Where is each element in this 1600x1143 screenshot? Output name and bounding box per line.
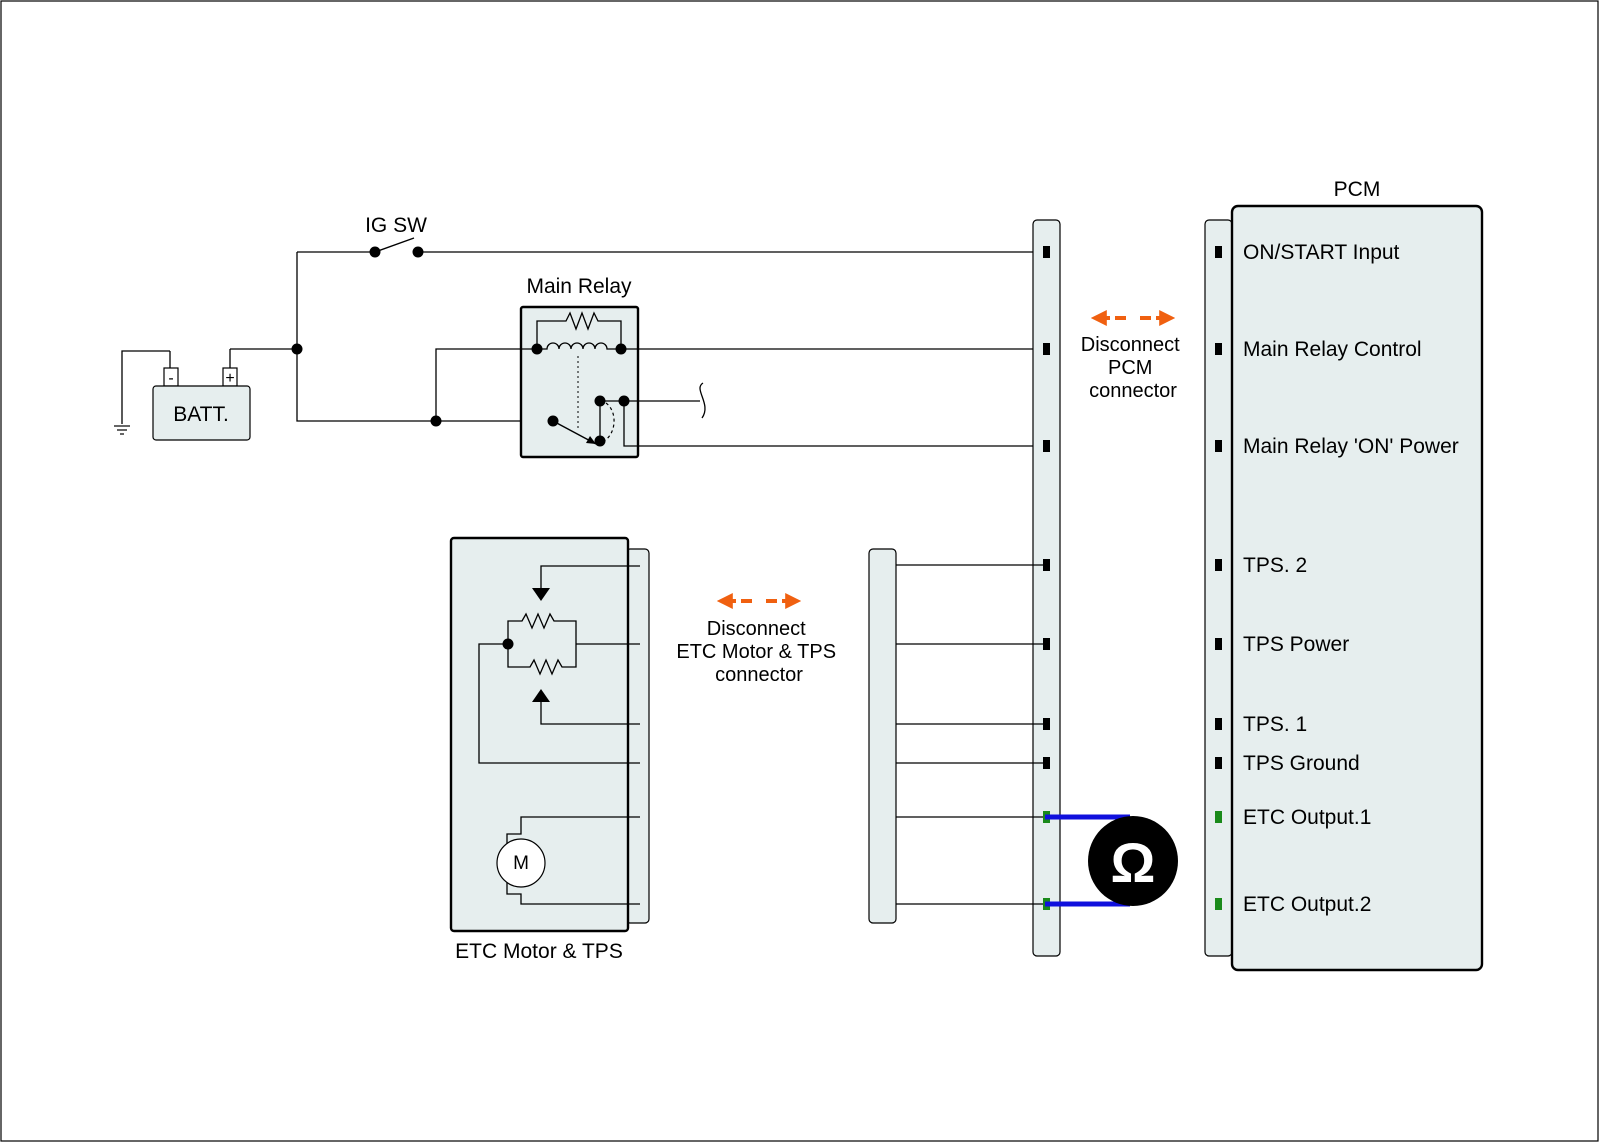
etc-component-connector	[625, 548, 650, 924]
pcm-harness-pin	[1043, 246, 1050, 258]
pcm-note-line-3: connector	[1089, 380, 1177, 402]
pin-label-main-relay-control: Main Relay Control	[1243, 338, 1422, 361]
pin-label-etc-output-2: ETC Output.2	[1243, 893, 1371, 916]
pin-row-etc-output-1: ETC Output.1	[635, 806, 1371, 829]
pcm-harness-pin	[1043, 638, 1050, 650]
main-relay-label: Main Relay	[526, 275, 632, 298]
pin-label-tps-power: TPS Power	[1243, 633, 1349, 656]
pcm-note-line-2: PCM	[1108, 357, 1152, 379]
pcm-pin	[1215, 559, 1222, 571]
pin-row-main-relay-on-power: Main Relay 'ON' Power	[1043, 435, 1459, 458]
pin-label-on-start-input: ON/START Input	[1243, 241, 1400, 264]
pcm-pin	[1215, 811, 1222, 823]
pcm-connector-strip	[1204, 219, 1233, 957]
pin-row-on-start-input: ON/START Input	[1043, 241, 1400, 264]
pin-label-tps-ground: TPS Ground	[1243, 752, 1360, 775]
etc-motor-tps-component: ETC Motor & TPS M	[449, 536, 650, 963]
etc-note-line-1: Disconnect	[707, 618, 806, 640]
svg-text:Disconnect ETC Motor & T: Disconnect ETC Motor & TPS connector	[676, 618, 841, 686]
pin-label-etc-output-1: ETC Output.1	[1243, 806, 1371, 829]
pcm-harness-pin	[1043, 559, 1050, 571]
pcm-harness-pin	[1043, 343, 1050, 355]
etc-component-label: ETC Motor & TPS	[455, 940, 623, 963]
pcm-harness-pin	[1043, 718, 1050, 730]
pin-row-tps-ground: TPS Ground	[635, 752, 1360, 775]
etc-note-line-3: connector	[715, 664, 803, 686]
pcm-pin	[1215, 898, 1222, 910]
ohm-symbol: Ω	[1111, 831, 1156, 894]
pcm-pin	[1215, 638, 1222, 650]
pin-label-tps-2: TPS. 2	[1243, 554, 1307, 577]
pin-label-tps-1: TPS. 1	[1243, 713, 1307, 736]
pcm-pin	[1215, 246, 1222, 258]
pcm-disconnect-note: Disconnect PCM connector	[1081, 310, 1186, 402]
ohmmeter: Ω	[1045, 814, 1178, 907]
etc-harness-connector	[868, 548, 897, 924]
battery-minus-label: -	[168, 370, 173, 387]
svg-text:Disconnect PCM con: Disconnect PCM connector	[1081, 334, 1186, 402]
ig-switch: IG SW	[297, 214, 1045, 258]
pin-row-main-relay-control: Main Relay Control	[1043, 338, 1422, 361]
pin-row-etc-output-2: ETC Output.2	[635, 893, 1371, 916]
etc-note-line-2: ETC Motor & TPS	[676, 641, 836, 663]
etc-disconnect-note: Disconnect ETC Motor & TPS connector	[676, 593, 841, 686]
ig-switch-label: IG SW	[365, 214, 427, 237]
battery-plus-label: +	[225, 370, 234, 387]
pcm-harness-connector	[1032, 219, 1061, 957]
battery-label: BATT.	[173, 403, 229, 426]
pcm-label: PCM	[1334, 178, 1381, 201]
ground-symbol	[114, 350, 170, 435]
main-relay: Main Relay	[519, 275, 640, 459]
pcm-harness-pin	[1043, 440, 1050, 452]
pcm-pin	[1215, 757, 1222, 769]
pcm-pin	[1215, 718, 1222, 730]
pcm-pin	[1215, 440, 1222, 452]
pcm-box	[1230, 204, 1484, 972]
pcm-pin	[1215, 343, 1222, 355]
etc-component-box	[449, 536, 630, 933]
pin-label-main-relay-on-power: Main Relay 'ON' Power	[1243, 435, 1459, 458]
pcm-note-line-1: Disconnect	[1081, 334, 1180, 356]
battery: - + BATT.	[152, 349, 251, 441]
motor-label: M	[513, 853, 529, 874]
pcm-harness-pin	[1043, 757, 1050, 769]
